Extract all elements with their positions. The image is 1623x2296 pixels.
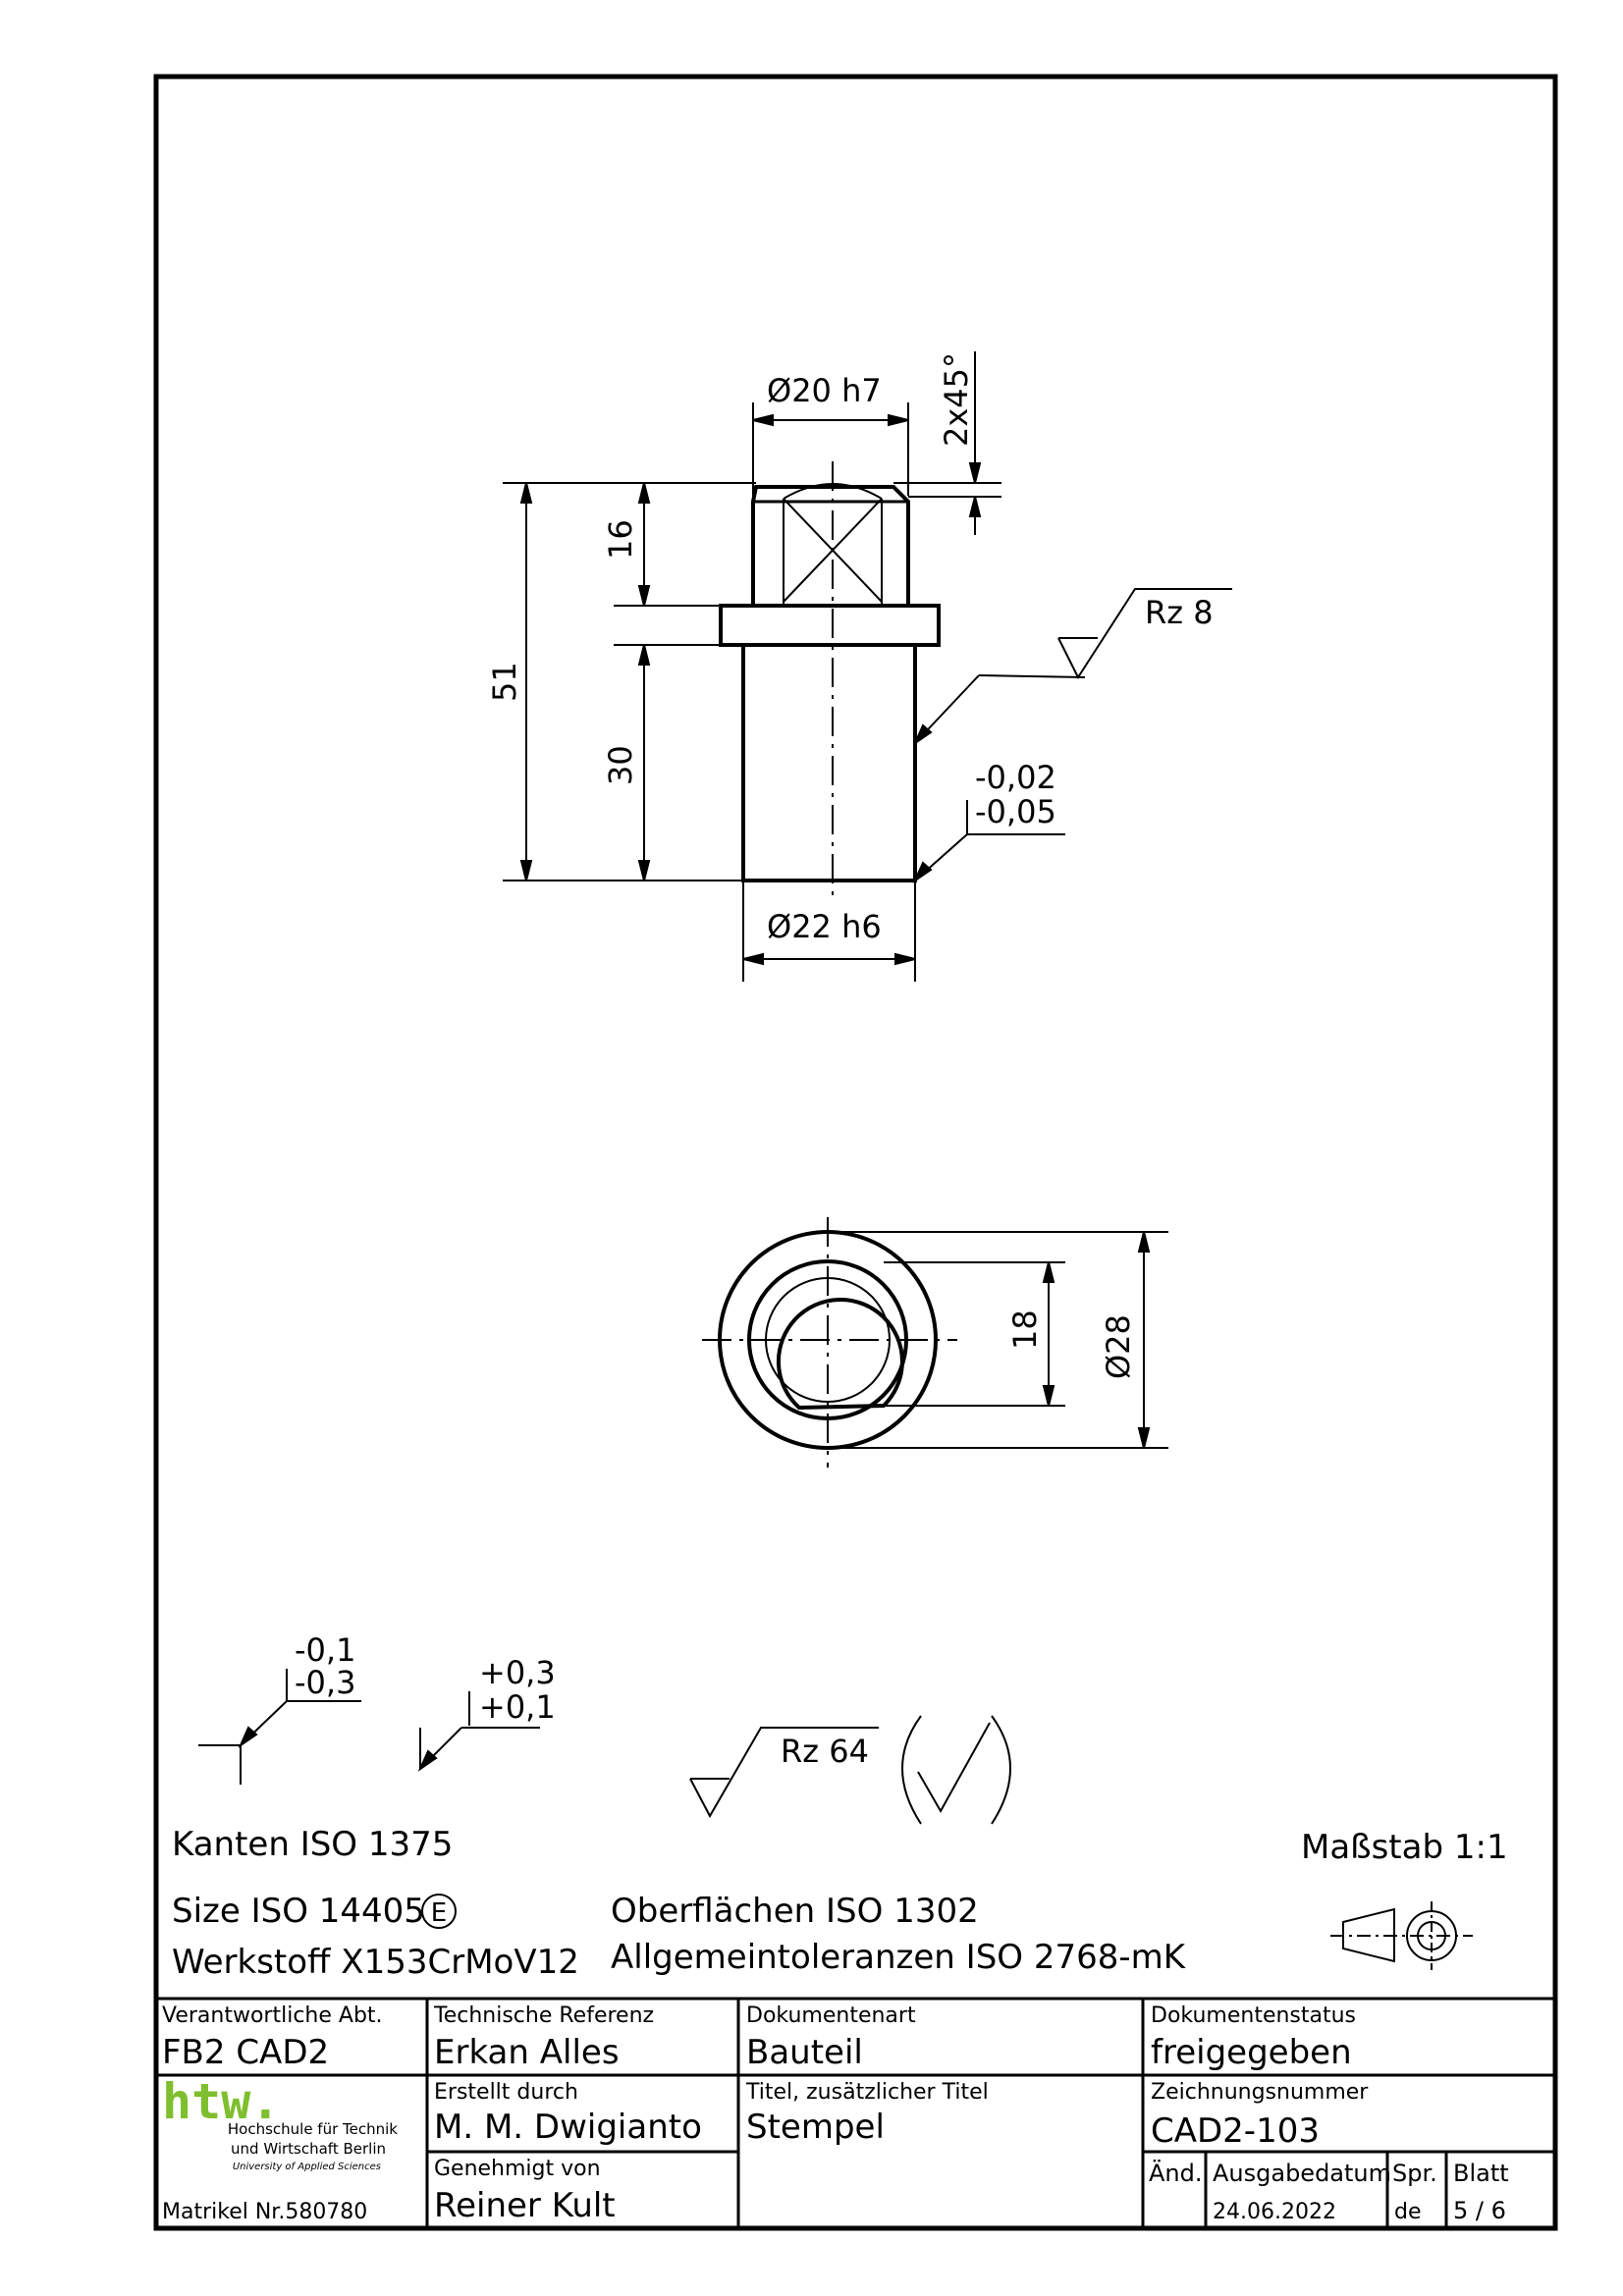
- dim-top-diameter: Ø20 h7: [767, 372, 882, 409]
- tb-docstatus-label: Dokumentenstatus: [1151, 2003, 1356, 2028]
- htw-logo-line2: und Wirtschaft Berlin: [231, 2140, 386, 2158]
- side-view: [719, 461, 941, 898]
- shaft: [741, 643, 917, 882]
- tb-approved-value: Reiner Kult: [434, 2186, 616, 2225]
- head-profile: [751, 485, 910, 608]
- tb-date-value: 24.06.2022: [1213, 2200, 1336, 2224]
- top-view-dimensions: [828, 1231, 1168, 1449]
- htw-logo-line1: Hochschule für Technik: [228, 2120, 398, 2138]
- edge-left-lower: -0,3: [295, 1664, 355, 1701]
- surface-roughness-label: Rz 8: [1145, 594, 1214, 631]
- tb-matrikel: Matrikel Nr.580780: [162, 2200, 367, 2224]
- tb-created-value: M. M. Dwigianto: [434, 2108, 702, 2147]
- htw-logo: htw. Hochschule für Technik und Wirtscha…: [162, 2073, 398, 2172]
- tolerance-upper: -0,02: [975, 759, 1056, 796]
- tb-lang-label: Spr.: [1392, 2160, 1437, 2187]
- tolerance-lower: -0,05: [975, 793, 1056, 830]
- tb-techref-value: Erkan Alles: [434, 2033, 620, 2072]
- dim-shaft-length: 30: [602, 745, 639, 785]
- note-edges: Kanten ISO 1375: [172, 1825, 453, 1864]
- tb-drawno-label: Zeichnungsnummer: [1151, 2080, 1369, 2105]
- tb-sheet-label: Blatt: [1453, 2160, 1509, 2187]
- tb-doctype-label: Dokumentenart: [746, 2003, 916, 2028]
- title-block-text: Verantwortliche Abt. FB2 CAD2 Technische…: [162, 2003, 1509, 2225]
- title-block: [156, 1997, 1555, 2228]
- dim-head-height: 16: [602, 519, 639, 560]
- edge-symbols: [198, 1669, 540, 1785]
- general-surface-label: Rz 64: [781, 1733, 869, 1770]
- side-view-dimensions: [503, 351, 1232, 982]
- projection-symbol-icon: [1330, 1901, 1473, 1970]
- dim-chamfer: 2x45°: [938, 352, 975, 447]
- drawing-frame: [153, 74, 1558, 2231]
- edge-right-upper: +0,3: [479, 1654, 556, 1691]
- tb-drawno-value: CAD2-103: [1151, 2111, 1320, 2151]
- tb-created-label: Erstellt durch: [434, 2080, 578, 2105]
- edge-right-lower: +0,1: [479, 1688, 556, 1726]
- svg-text:E: E: [431, 1898, 447, 1928]
- tb-dept-value: FB2 CAD2: [162, 2033, 329, 2072]
- tb-techref-label: Technische Referenz: [433, 2003, 654, 2028]
- tb-docstatus-value: freigegeben: [1151, 2033, 1352, 2072]
- tb-approved-label: Genehmigt von: [434, 2157, 601, 2181]
- tb-dept-label: Verantwortliche Abt.: [162, 2003, 383, 2028]
- tb-date-label: Ausgabedatum: [1213, 2160, 1391, 2187]
- tb-title-label: Titel, zusätzlicher Titel: [745, 2080, 989, 2105]
- note-tolerances: Allgemeintoleranzen ISO 2768-mK: [611, 1938, 1187, 1977]
- notes: Kanten ISO 1375 Size ISO 14405 Werkstoff…: [172, 1825, 1508, 1982]
- note-surfaces: Oberflächen ISO 1302: [611, 1892, 979, 1931]
- envelope-requirement-symbol: E: [421, 1894, 457, 1929]
- note-material: Werkstoff X153CrMoV12: [172, 1943, 579, 1982]
- htw-logo-mark: htw.: [162, 2073, 280, 2130]
- tb-rev-label: Änd.: [1149, 2159, 1203, 2187]
- edge-left-upper: -0,1: [295, 1631, 355, 1669]
- tb-doctype-value: Bauteil: [746, 2033, 863, 2072]
- tb-title-value: Stempel: [746, 2108, 885, 2147]
- side-view-dimension-text: Ø20 h7 2x45° 51 16 30 Ø22 h6 Rz 8 -0,02 …: [486, 352, 1214, 945]
- dim-total-length: 51: [486, 662, 523, 702]
- top-view-dimension-text: 18 Ø28: [1006, 1309, 1137, 1379]
- tb-lang-value: de: [1394, 2200, 1422, 2224]
- collar: [719, 604, 941, 647]
- top-view: [702, 1217, 957, 1468]
- note-size: Size ISO 14405: [172, 1892, 425, 1931]
- edge-symbol-text: -0,1 -0,3 +0,3 +0,1: [295, 1631, 556, 1726]
- tb-sheet-value: 5 / 6: [1453, 2197, 1506, 2224]
- dim-inner: 18: [1006, 1309, 1044, 1350]
- dim-bottom-diameter: Ø22 h6: [767, 908, 882, 945]
- dim-outer: Ø28: [1100, 1314, 1137, 1379]
- note-scale: Maßstab 1:1: [1301, 1828, 1508, 1867]
- flat-head-outline: [776, 1297, 904, 1411]
- htw-logo-line3: University of Applied Sciences: [233, 2162, 381, 2172]
- general-surface-symbol: [689, 1715, 1011, 1825]
